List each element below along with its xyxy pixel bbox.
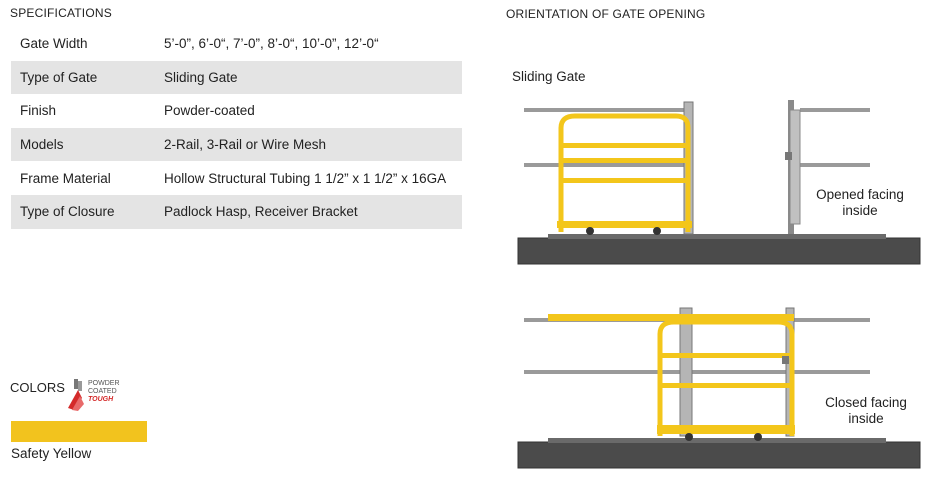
gate-wheel-left [586, 227, 594, 235]
logo-line-2: COATED [88, 388, 117, 395]
floor-plate [548, 438, 886, 443]
gate-bar-1 [660, 353, 792, 358]
powder-coated-tough-logo: POWDER COATED TOUGH [68, 379, 120, 411]
spec-row: Models 2-Rail, 3-Rail or Wire Mesh [11, 127, 462, 162]
spec-row: Finish Powder-coated [11, 94, 462, 128]
rail-mid [524, 370, 870, 374]
colors-title: COLORS [10, 380, 65, 395]
gate-wheel-right [754, 433, 762, 441]
specifications-title: SPECIFICATIONS [10, 6, 112, 20]
closed-label-line-2: inside [848, 411, 884, 426]
logo-line-3: TOUGH [88, 396, 114, 403]
gate-top-bar [548, 314, 794, 321]
floor-slab [517, 441, 921, 469]
post-right [789, 109, 801, 225]
spec-row: Type of Gate Sliding Gate [11, 60, 462, 95]
spec-value: Sliding Gate [164, 60, 462, 95]
floor-plate [548, 234, 886, 239]
spec-row: Frame Material Hollow Structural Tubing … [11, 161, 462, 195]
gate-bar-2 [561, 158, 688, 163]
closed-facing-inside-label: Closed facing inside [814, 395, 918, 427]
spec-label: Finish [20, 103, 57, 119]
spec-row: Gate Width 5’-0”, 6’-0“, 7’-0”, 8’-0“, 1… [11, 27, 462, 61]
spec-label: Type of Closure [11, 194, 164, 229]
orientation-title: ORIENTATION OF GATE OPENING [506, 7, 706, 21]
rail-top-left [524, 108, 690, 112]
spec-value: Powder-coated [164, 103, 255, 119]
opened-facing-inside-label: Opened facing inside [814, 187, 906, 219]
safety-yellow-swatch [11, 421, 147, 442]
spec-value: Hollow Structural Tubing 1 1/2” x 1 1/2”… [164, 170, 447, 186]
opened-label-line-2: inside [842, 203, 878, 218]
gate-frame [558, 113, 691, 232]
spec-row: Type of Closure Padlock Hasp, Receiver B… [11, 194, 462, 229]
swatch-name: Safety Yellow [11, 446, 92, 461]
gate-wheel-left [685, 433, 693, 441]
closed-gate-drawing [517, 307, 921, 469]
specifications-table: Gate Width 5’-0”, 6’-0“, 7’-0”, 8’-0“, 1… [11, 27, 462, 229]
sliding-gate-label: Sliding Gate [512, 69, 586, 84]
post-left [679, 307, 693, 437]
rail-top-right [800, 108, 870, 112]
gate-kickplate [657, 425, 795, 434]
spec-label: Gate Width [20, 36, 88, 52]
rail-mid-right [800, 163, 870, 167]
gate-bar-2 [660, 383, 792, 388]
opened-label-line-1: Opened facing [816, 187, 904, 202]
floor-slab [517, 237, 921, 265]
rail-mid-left [524, 163, 690, 167]
spec-value: Padlock Hasp, Receiver Bracket [164, 194, 462, 229]
spec-label: Models [11, 127, 164, 162]
spec-value: 2-Rail, 3-Rail or Wire Mesh [164, 127, 462, 162]
gate-wheel-right [653, 227, 661, 235]
closed-label-line-1: Closed facing [825, 395, 907, 410]
spec-label: Frame Material [20, 170, 111, 186]
spec-value: 5’-0”, 6’-0“, 7’-0”, 8’-0“, 10’-0”, 12’-… [164, 36, 379, 52]
logo-line-1: POWDER [88, 380, 120, 387]
gate-frame [657, 319, 795, 436]
gate-bar-3 [561, 178, 688, 183]
latch-bracket [782, 356, 789, 364]
gate-bar-1 [561, 143, 688, 148]
latch-bracket [785, 152, 792, 160]
spec-label: Type of Gate [11, 60, 164, 95]
opened-gate-drawing [517, 100, 921, 265]
gate-kickplate [557, 221, 692, 228]
